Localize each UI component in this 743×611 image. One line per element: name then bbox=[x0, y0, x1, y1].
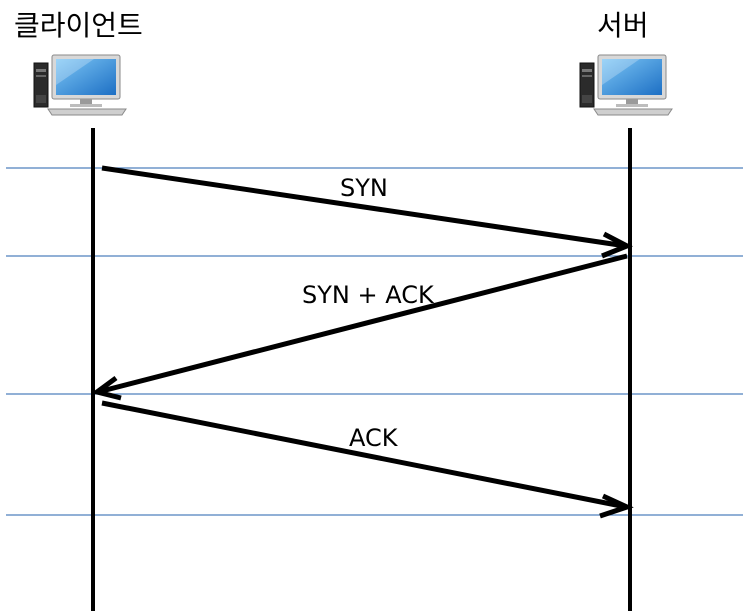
syn-label: SYN bbox=[340, 174, 388, 202]
computer-icon bbox=[579, 54, 673, 116]
ack-label: ACK bbox=[349, 424, 398, 452]
client-label: 클라이언트 bbox=[14, 9, 143, 42]
syn-arrow bbox=[101, 165, 633, 259]
synack-arrow bbox=[91, 253, 628, 401]
server-label: 서버 bbox=[597, 9, 649, 42]
ack-arrow bbox=[101, 400, 634, 519]
synack-label: SYN + ACK bbox=[302, 281, 434, 309]
computer-icon bbox=[33, 54, 127, 116]
